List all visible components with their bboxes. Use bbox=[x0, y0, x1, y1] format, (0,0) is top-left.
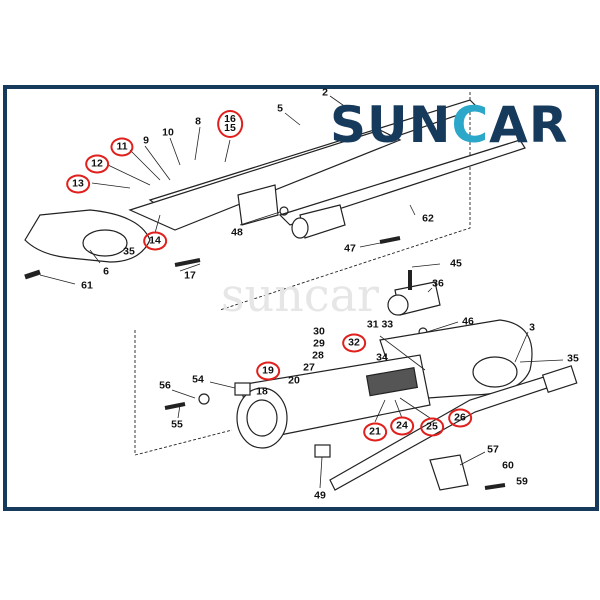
part-number: 15 bbox=[224, 122, 236, 134]
front-bore-inner bbox=[246, 399, 278, 437]
suncar-logo: SUNCAR bbox=[330, 96, 568, 154]
part-label: 45 bbox=[450, 257, 462, 270]
part-label: 55 bbox=[171, 418, 183, 431]
yoke-bore bbox=[82, 229, 128, 257]
bolt-47 bbox=[379, 236, 401, 244]
part-label: 9 bbox=[143, 134, 149, 147]
part-label: 35 bbox=[123, 245, 135, 258]
clip-54 bbox=[234, 382, 251, 396]
front-bore bbox=[236, 387, 288, 449]
oring-48 bbox=[279, 206, 289, 216]
part-label: 31 33 bbox=[366, 318, 394, 331]
part-label: 49 bbox=[314, 489, 326, 502]
clamp-47-end bbox=[291, 217, 309, 239]
part-label: 62 bbox=[422, 212, 434, 225]
coil-spring bbox=[365, 366, 419, 397]
part-label: 30 bbox=[313, 325, 325, 338]
part-label: 29 bbox=[313, 337, 325, 350]
part-label: 46 bbox=[462, 315, 474, 328]
part-label: 60 bbox=[502, 459, 514, 472]
part-label: 57 bbox=[487, 443, 499, 456]
part-label: 47 bbox=[344, 242, 356, 255]
bracket-57 bbox=[429, 454, 469, 491]
bolt-17 bbox=[174, 258, 201, 267]
dashed-boundary-bottom bbox=[134, 330, 233, 456]
bore-3 bbox=[472, 356, 518, 388]
part-label: 34 bbox=[376, 351, 388, 364]
leader-lines bbox=[39, 95, 564, 489]
part-label-highlighted: 26 bbox=[448, 408, 472, 428]
nut-61 bbox=[24, 269, 41, 280]
part-label: 8 bbox=[195, 115, 201, 128]
screw-55 bbox=[164, 402, 186, 410]
watermark-text: suncar bbox=[220, 268, 380, 322]
part-label: 35 bbox=[567, 352, 579, 365]
part-label-highlighted: 24 bbox=[390, 416, 414, 436]
dashed-boundary-top bbox=[219, 92, 471, 311]
logo-letter-c: C bbox=[451, 96, 490, 154]
part-label: 18 bbox=[256, 385, 268, 398]
lower-rod-62 bbox=[278, 139, 526, 226]
part-label-highlighted: 19 bbox=[256, 361, 280, 381]
part-number: 16 bbox=[224, 113, 236, 125]
part-label-highlighted: 25 bbox=[420, 417, 444, 437]
part-label: 10 bbox=[162, 126, 174, 139]
part-label: 59 bbox=[516, 475, 528, 488]
part-label: 20 bbox=[288, 374, 300, 387]
part-label: 36 bbox=[432, 277, 444, 290]
part-label: 48 bbox=[231, 226, 243, 239]
part-label: 5 bbox=[277, 102, 283, 115]
logo-text-sun: SUN bbox=[330, 96, 452, 154]
part-label: 2 bbox=[322, 86, 328, 99]
washer-56 bbox=[198, 393, 210, 405]
part-label-highlighted: 12 bbox=[85, 154, 109, 174]
part-label: 27 bbox=[303, 361, 315, 374]
part-label: 3 bbox=[529, 321, 535, 334]
part-label: 17 bbox=[184, 269, 196, 282]
clamp-36-end bbox=[387, 294, 409, 316]
mount-plate bbox=[237, 184, 279, 226]
part-label: 6 bbox=[103, 265, 109, 278]
part-label: 28 bbox=[312, 349, 324, 362]
part-label-highlighted: 32 bbox=[342, 333, 366, 353]
part-label: 61 bbox=[81, 279, 93, 292]
logo-text-ar: AR bbox=[489, 96, 569, 154]
part-label-highlighted: 21 bbox=[363, 422, 387, 442]
part-label: 54 bbox=[192, 373, 204, 386]
part-label: 56 bbox=[159, 379, 171, 392]
part-label-highlighted: 13 bbox=[66, 174, 90, 194]
lever-knob bbox=[541, 365, 578, 393]
screw-59 bbox=[484, 483, 506, 490]
yoke-6 bbox=[24, 209, 151, 263]
upper-tube bbox=[128, 129, 402, 231]
part-label-highlighted: 11 bbox=[110, 137, 134, 157]
clip-49 bbox=[314, 444, 331, 458]
part-label-highlighted: 14 bbox=[143, 231, 167, 251]
